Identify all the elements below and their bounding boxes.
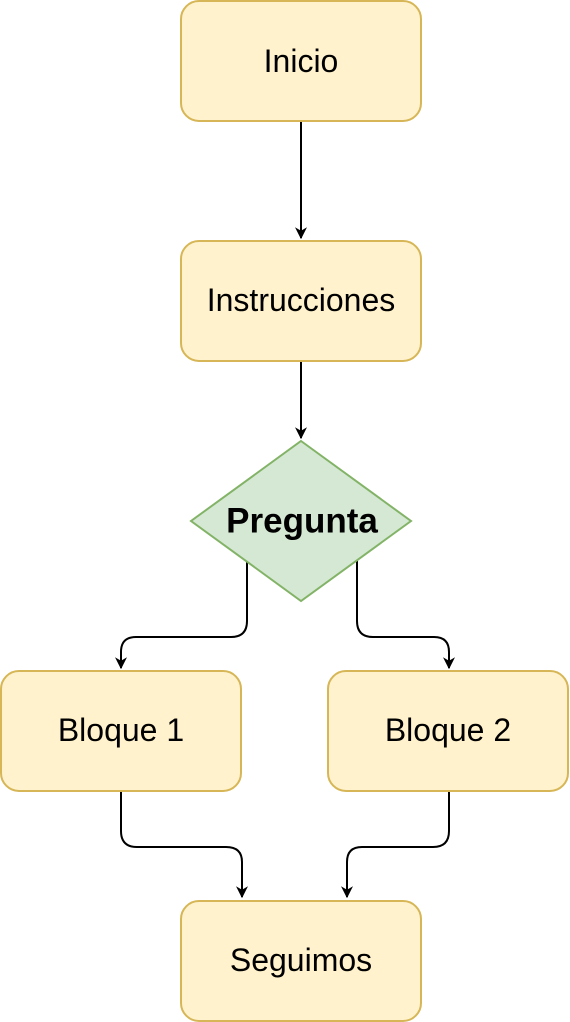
node-instrucciones-label: Instrucciones (207, 282, 396, 318)
node-bloque1-shape (0, 670, 242, 792)
node-inicio-shape (180, 0, 422, 122)
node-bloque2: Bloque 2 (327, 670, 569, 792)
edge-bloque1-to-seguimos (120, 791, 248, 899)
node-bloque2-label: Bloque 2 (385, 712, 511, 748)
edge-bloque2-to-seguimos (341, 791, 450, 899)
node-pregunta-label: Pregunta (226, 502, 378, 541)
node-inicio-label: Inicio (264, 43, 339, 79)
edge-pregunta-to-bloque1 (115, 561, 248, 670)
node-bloque1-label: Bloque 1 (58, 712, 184, 748)
node-instrucciones-shape (180, 240, 422, 362)
node-seguimos: Seguimos (180, 900, 422, 1022)
edges (115, 121, 455, 899)
edge-pregunta-to-bloque2 (356, 561, 455, 670)
node-seguimos-label: Seguimos (230, 942, 372, 978)
node-pregunta-shape (189, 439, 413, 603)
node-bloque1: Bloque 1 (0, 670, 242, 792)
node-instrucciones: Instrucciones (180, 240, 422, 362)
node-seguimos-shape (180, 900, 422, 1022)
node-inicio: Inicio (180, 0, 422, 122)
node-bloque2-shape (327, 670, 569, 792)
node-pregunta: Pregunta (189, 439, 413, 603)
